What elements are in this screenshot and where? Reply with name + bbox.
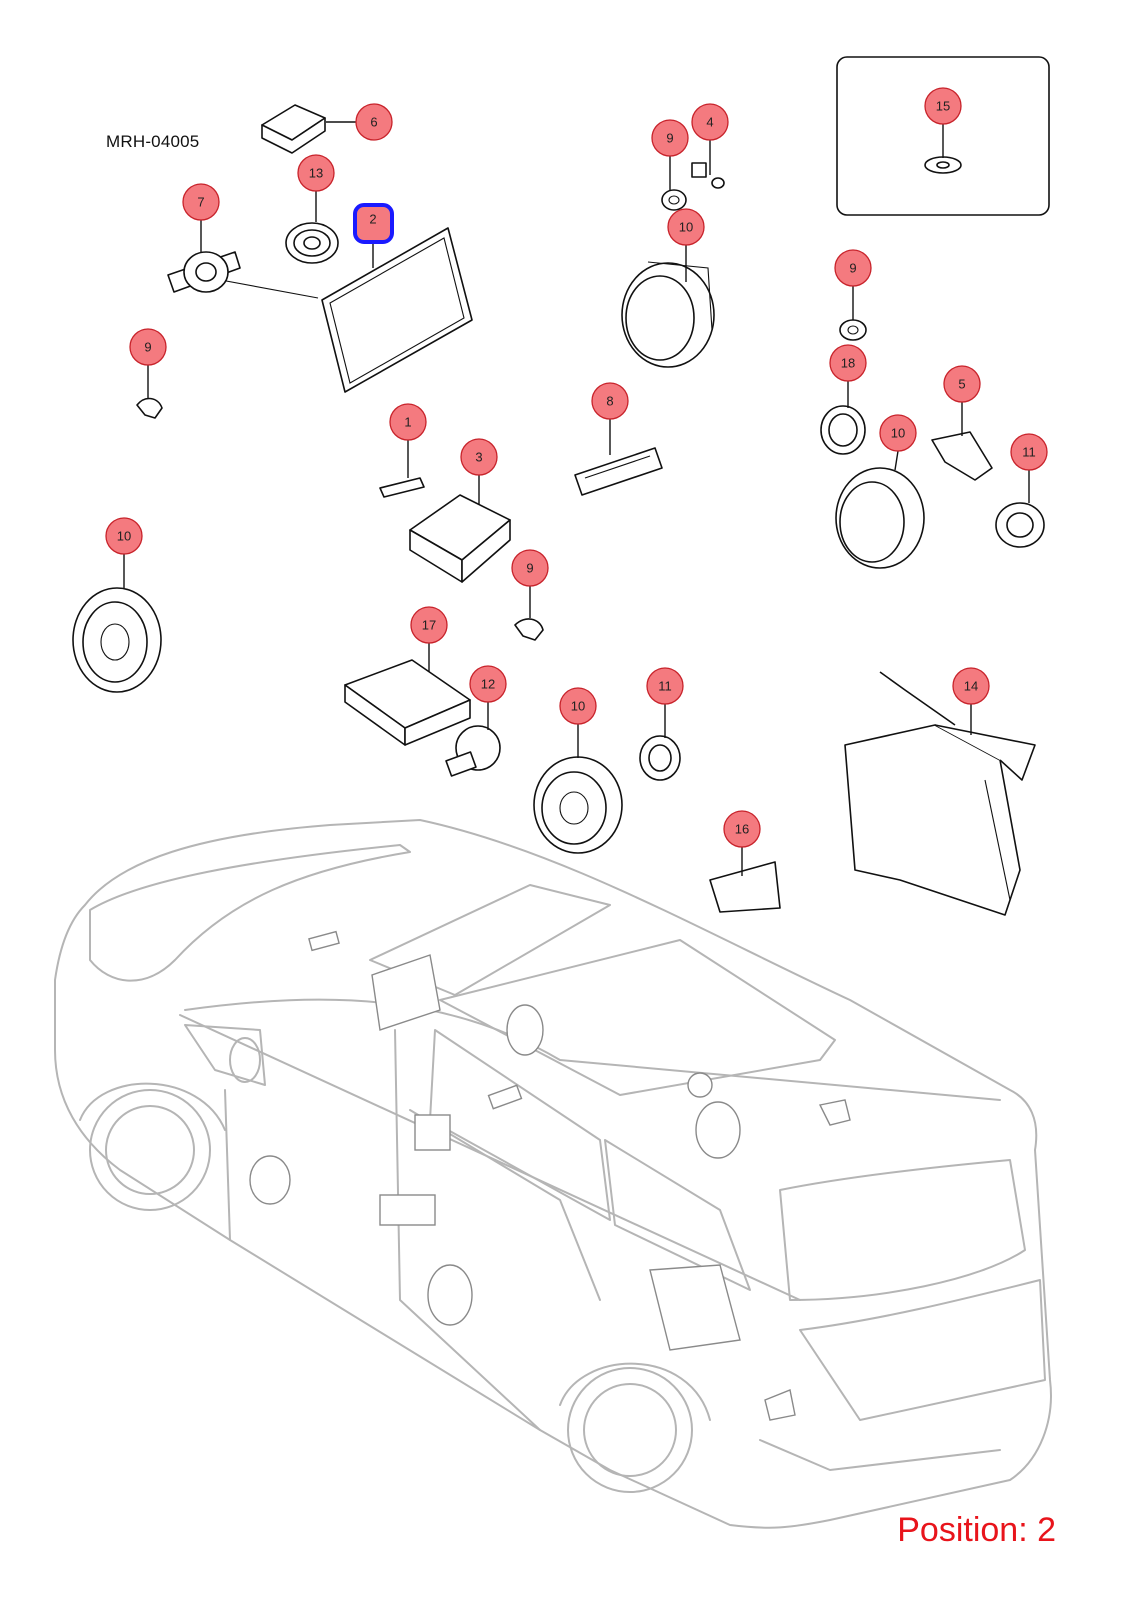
part-7-tweeter <box>167 251 241 293</box>
callout-9-right[interactable]: 9 <box>834 249 872 287</box>
callout-11-center-label: 11 <box>658 679 672 694</box>
callout-10-right-label: 10 <box>891 426 905 441</box>
part-9-tweeter <box>661 189 687 211</box>
callout-18-label: 18 <box>841 356 855 371</box>
callout-10-center-label: 10 <box>571 699 585 714</box>
callout-10-top[interactable]: 10 <box>667 208 705 246</box>
part-10-left-speaker <box>72 587 162 693</box>
part-14-subwoofer <box>844 671 1036 916</box>
callout-7[interactable]: 7 <box>182 183 220 221</box>
callout-9-left-label: 9 <box>144 340 151 355</box>
part-13-speaker <box>285 222 339 264</box>
callout-10-center[interactable]: 10 <box>559 687 597 725</box>
callout-8-label: 8 <box>606 394 613 409</box>
callout-14-label: 14 <box>964 679 978 694</box>
callout-16-label: 16 <box>735 822 749 837</box>
leader-lines <box>123 121 1030 876</box>
part-10-speaker <box>621 261 715 368</box>
part-17-control-unit <box>344 659 471 746</box>
callout-9-middle[interactable]: 9 <box>511 549 549 587</box>
part-5-bracket <box>931 431 993 481</box>
part-18-speaker <box>820 405 866 455</box>
callout-3-label: 3 <box>475 450 482 465</box>
callout-3[interactable]: 3 <box>460 438 498 476</box>
part-9-right-tweeter <box>839 319 867 341</box>
callout-7-label: 7 <box>197 195 204 210</box>
callout-4-label: 4 <box>706 115 713 130</box>
callout-14[interactable]: 14 <box>952 667 990 705</box>
callout-9-top[interactable]: 9 <box>651 119 689 157</box>
part-10-center-speaker <box>533 756 623 854</box>
callout-16[interactable]: 16 <box>723 810 761 848</box>
part-4-connector <box>691 162 725 189</box>
callout-11-right[interactable]: 11 <box>1010 433 1048 471</box>
part-9-clip <box>136 397 163 419</box>
callout-2-selected[interactable]: 2 <box>353 203 394 244</box>
position-indicator: Position: 2 <box>897 1511 1056 1549</box>
callout-5-label: 5 <box>958 377 965 392</box>
callout-4[interactable]: 4 <box>691 103 729 141</box>
callout-10-top-label: 10 <box>679 220 693 235</box>
callout-9-top-label: 9 <box>666 131 673 146</box>
part-10-right-speaker <box>835 467 925 569</box>
callout-11-right-label: 11 <box>1022 445 1036 460</box>
part-15-washer <box>924 156 962 174</box>
part-16-bracket <box>709 861 781 913</box>
callout-9-middle-label: 9 <box>526 561 533 576</box>
callout-9-left[interactable]: 9 <box>129 328 167 366</box>
callout-11-center[interactable]: 11 <box>646 667 684 705</box>
part-11-center-tweeter <box>639 735 681 781</box>
part-9-middle-clip <box>514 618 544 641</box>
part-11-tweeter <box>995 502 1045 548</box>
part-6-module <box>261 104 326 154</box>
callout-12[interactable]: 12 <box>469 665 507 703</box>
callout-15[interactable]: 15 <box>924 87 962 125</box>
callout-1[interactable]: 1 <box>389 403 427 441</box>
callout-17-label: 17 <box>422 618 436 633</box>
vehicle-outline <box>54 819 1052 1529</box>
callout-1-label: 1 <box>404 415 411 430</box>
callout-10-right[interactable]: 10 <box>879 414 917 452</box>
diagram-code-label: MRH-04005 <box>106 132 200 151</box>
callout-8[interactable]: 8 <box>591 382 629 420</box>
callout-17[interactable]: 17 <box>410 606 448 644</box>
callout-5[interactable]: 5 <box>943 365 981 403</box>
part-12-motor <box>445 725 501 777</box>
callout-6[interactable]: 6 <box>355 103 393 141</box>
part-3-amplifier <box>409 494 511 583</box>
part-1-connector <box>379 477 425 498</box>
callout-9-right-label: 9 <box>849 261 856 276</box>
part-2-display-screen <box>209 227 473 393</box>
callout-13[interactable]: 13 <box>297 154 335 192</box>
callout-6-label: 6 <box>370 115 377 130</box>
callout-12-label: 12 <box>481 677 495 692</box>
callout-15-label: 15 <box>936 99 950 114</box>
callout-10-left[interactable]: 10 <box>105 517 143 555</box>
callout-10-left-label: 10 <box>117 529 131 544</box>
callout-13-label: 13 <box>309 166 323 181</box>
callout-2-label: 2 <box>369 212 376 227</box>
part-8-control-panel <box>574 447 663 496</box>
callout-18[interactable]: 18 <box>829 344 867 382</box>
